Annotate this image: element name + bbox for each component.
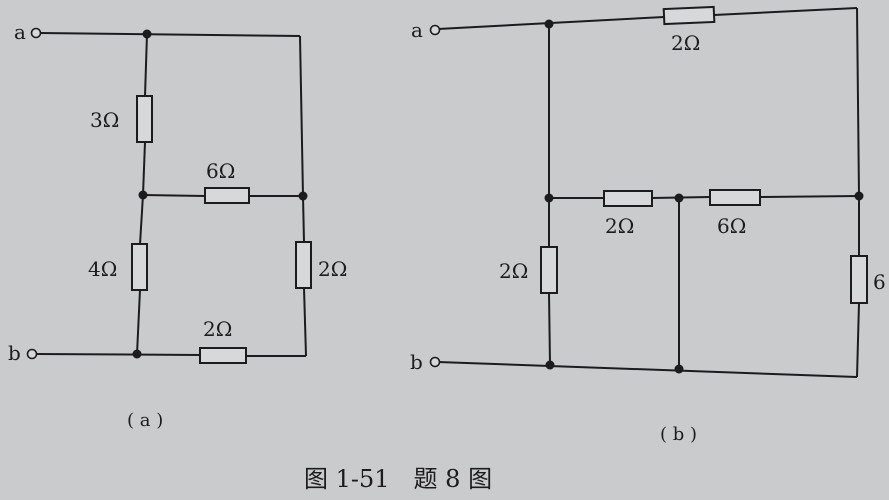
node-b-mid-center xyxy=(674,193,684,203)
wire-a-left-top xyxy=(144,33,148,97)
resistor-a-2ohm-right xyxy=(295,241,312,289)
wire-b-right-upper xyxy=(856,7,860,197)
label-a-2ohm-right: 2Ω xyxy=(318,257,347,281)
node-b-top-left xyxy=(544,19,554,29)
node-a-bottom xyxy=(132,349,142,359)
label-a-4ohm: 4Ω xyxy=(88,257,117,281)
label-a-2ohm-bottom: 2Ω xyxy=(203,317,232,341)
node-b-bottom-left xyxy=(545,360,555,370)
wire-b-left-lower xyxy=(548,292,551,365)
resistor-a-4ohm xyxy=(131,243,148,291)
circuit-a: a b 3Ω 6Ω 4Ω 2Ω 2Ω ( a ) xyxy=(8,20,347,431)
terminal-b-open xyxy=(26,348,38,360)
node-b-mid-right xyxy=(854,191,864,201)
resistor-b-2ohm-left xyxy=(540,246,558,294)
wire-a-bottom-left xyxy=(35,353,201,356)
label-b-2ohm-left: 2Ω xyxy=(499,259,528,283)
label-b-2ohm-mid: 2Ω xyxy=(605,214,634,238)
terminal-b-label: b xyxy=(8,341,21,365)
wire-a-left-mid1 xyxy=(142,141,146,196)
wire-b-top-right xyxy=(713,7,858,16)
resistor-b-2ohm-mid xyxy=(603,190,653,207)
resistor-b-6-right xyxy=(850,255,868,304)
wire-b-right-lower xyxy=(856,302,860,378)
label-b-2ohm-top: 2Ω xyxy=(671,31,700,55)
terminal-b-a-label: a xyxy=(411,18,423,42)
resistor-a-6ohm xyxy=(204,187,250,204)
label-a-6ohm: 6Ω xyxy=(206,159,235,183)
caption-b: ( b ) xyxy=(660,424,697,445)
figure-title: 图 1-51 题 8 图 xyxy=(304,465,492,493)
label-b-6-right: 6 xyxy=(873,270,886,294)
wire-a-right-bottom xyxy=(303,287,307,357)
resistor-a-2ohm-bottom xyxy=(199,347,247,364)
node-a-mid-right xyxy=(298,191,308,201)
wire-a-right-upper xyxy=(299,35,304,197)
wire-a-left-bottom xyxy=(136,289,141,355)
terminal-b-b-label: b xyxy=(410,350,423,374)
resistor-b-2ohm-top xyxy=(662,5,716,26)
resistor-a-3ohm xyxy=(136,95,153,143)
label-b-6ohm-mid: 6Ω xyxy=(717,214,746,238)
terminal-b-b-open xyxy=(429,356,441,368)
wire-a-right-mid xyxy=(302,195,305,243)
label-a-3ohm: 3Ω xyxy=(90,108,119,132)
wire-b-mid-3 xyxy=(759,195,860,198)
terminal-a-label: a xyxy=(14,20,26,44)
node-b-bottom-center xyxy=(674,364,684,374)
node-a-top xyxy=(142,29,152,39)
wire-b-bottom xyxy=(437,361,858,378)
resistor-b-6ohm-mid xyxy=(709,189,761,206)
terminal-b-a-open xyxy=(429,24,441,36)
terminal-a-open xyxy=(30,27,42,39)
caption-a: ( a ) xyxy=(127,410,163,431)
circuit-b: a b 2Ω 2Ω 6Ω 2Ω 6 ( b ) xyxy=(410,5,886,445)
node-b-mid-left xyxy=(544,193,554,203)
wire-a-mid-left xyxy=(142,194,206,197)
wire-a-left-mid2 xyxy=(139,194,144,245)
node-a-mid-left xyxy=(138,190,148,200)
wire-a-top xyxy=(39,32,301,37)
